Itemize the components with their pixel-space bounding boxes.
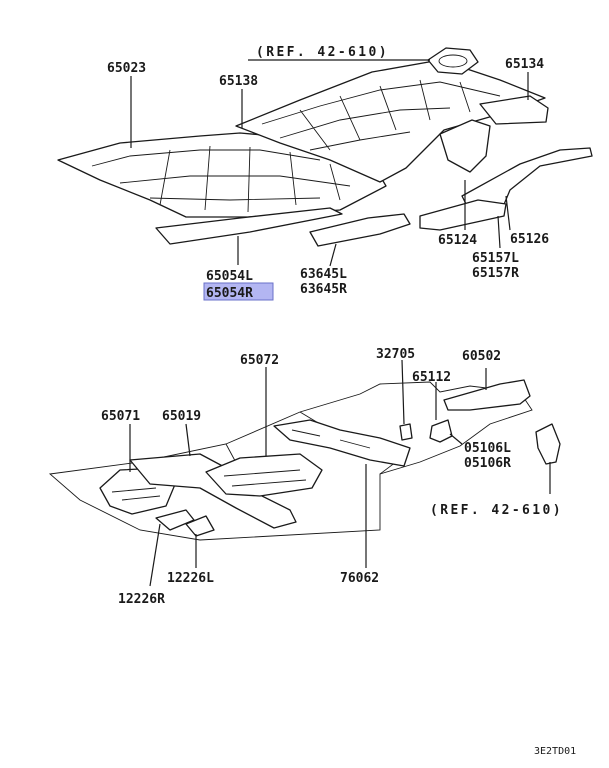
- diagram-code: 3E2TD01: [534, 746, 576, 757]
- clip-32705[interactable]: [399, 423, 413, 441]
- side-bracket[interactable]: [439, 119, 491, 173]
- plate-65112[interactable]: [429, 419, 453, 443]
- tunnel-reinforcement[interactable]: [205, 453, 323, 497]
- floor-member[interactable]: [309, 213, 411, 247]
- part-65112[interactable]: 65112: [412, 370, 451, 385]
- part-05106L[interactable]: 05106L: [464, 441, 511, 456]
- floor-crossmember-65019[interactable]: [129, 453, 297, 529]
- part-63645L[interactable]: 63645L: [300, 267, 347, 282]
- rear-bracket-60502[interactable]: [443, 379, 531, 411]
- part-65138[interactable]: 65138: [219, 74, 258, 89]
- part-12226L[interactable]: 12226L: [167, 571, 214, 586]
- part-65157R[interactable]: 65157R: [472, 266, 519, 281]
- ref-label-top: (REF. 42-610): [256, 45, 389, 60]
- part-32705[interactable]: 32705: [376, 347, 415, 362]
- part-60502[interactable]: 60502: [462, 349, 501, 364]
- part-65071[interactable]: 65071: [101, 409, 140, 424]
- ref-part-top[interactable]: [427, 47, 479, 75]
- part-65157L[interactable]: 65157L: [472, 251, 519, 266]
- part-63645R[interactable]: 63645R: [300, 282, 347, 297]
- part-05106R[interactable]: 05106R: [464, 456, 511, 471]
- rear-crossmember[interactable]: [479, 95, 549, 125]
- floor-outline: [48, 381, 533, 541]
- floor-pan-front[interactable]: [57, 132, 387, 218]
- part-65054R[interactable]: 65054R: [206, 286, 253, 301]
- bracket-05106[interactable]: [535, 423, 561, 465]
- part-65072[interactable]: 65072: [240, 353, 279, 368]
- part-65054L[interactable]: 65054L: [206, 269, 253, 284]
- part-76062[interactable]: 76062: [340, 571, 379, 586]
- part-65134[interactable]: 65134: [505, 57, 544, 72]
- part-12226R[interactable]: 12226R: [118, 592, 165, 607]
- side-sill[interactable]: [419, 199, 507, 231]
- part-65126[interactable]: 65126: [510, 232, 549, 247]
- part-65019[interactable]: 65019: [162, 409, 201, 424]
- crossmember-76062[interactable]: [273, 419, 411, 467]
- front-side-rail[interactable]: [155, 207, 343, 245]
- bracket-12226[interactable]: [155, 509, 195, 531]
- highlight-box: [203, 282, 274, 301]
- part-65023[interactable]: 65023: [107, 61, 146, 76]
- bracket-12226-b[interactable]: [185, 515, 215, 537]
- part-65124[interactable]: 65124: [438, 233, 477, 248]
- ref-label-bottom: (REF. 42-610): [430, 503, 563, 518]
